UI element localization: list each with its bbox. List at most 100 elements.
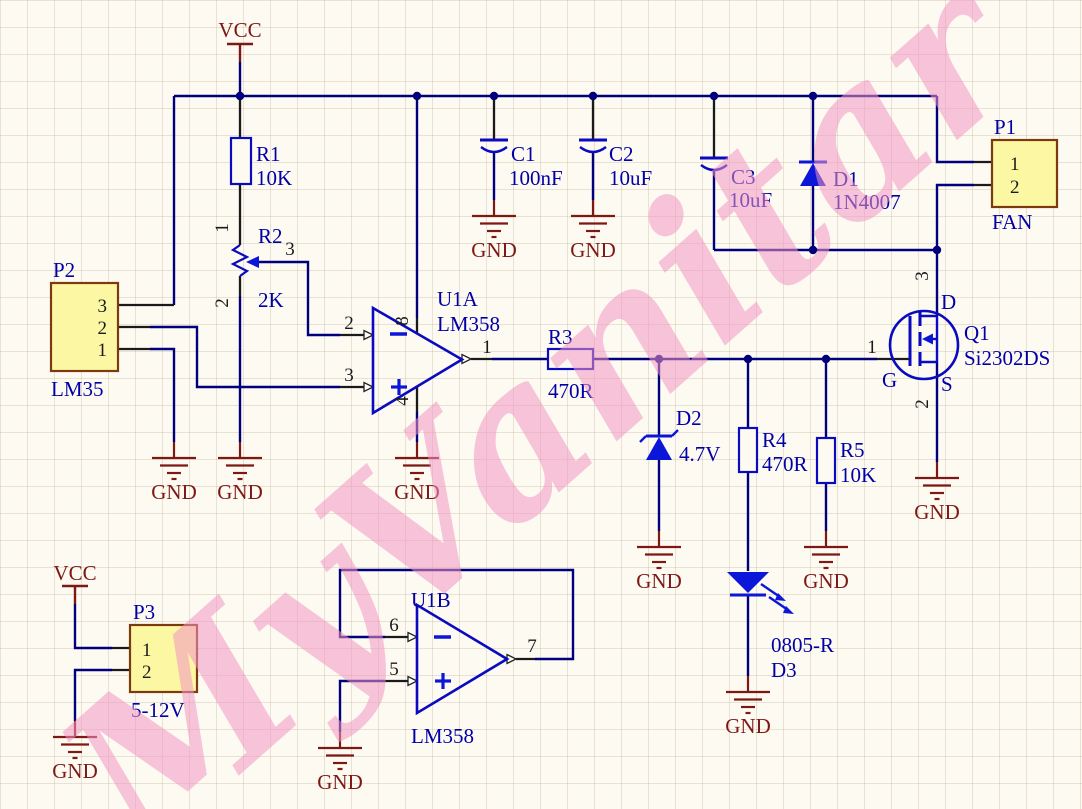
zener-tick — [639, 435, 647, 443]
gnd-label: GND — [725, 714, 771, 738]
junction-dot — [489, 91, 499, 101]
led-emission-arrow — [768, 596, 789, 611]
gnd-symbol: GND — [150, 440, 198, 504]
gnd-label: GND — [52, 759, 98, 783]
q1-designator: Q1 — [964, 321, 990, 345]
vcc-symbol-top: VCC — [218, 18, 262, 64]
component-q1: Q1 Si2302DS D G S 1 3 2 — [867, 271, 1050, 409]
opamp-triangle — [371, 305, 465, 416]
component-d3: 0805-R D3 — [727, 572, 834, 682]
gnd-label: GND — [151, 480, 197, 504]
gnd-label: GND — [803, 569, 849, 593]
gnd-icon — [913, 460, 961, 501]
p2-pin2-label: 2 — [98, 318, 108, 339]
component-r5: R5 10K — [815, 436, 876, 487]
p1-designator: P1 — [994, 115, 1016, 139]
u1b-pin6-label: 6 — [389, 615, 399, 636]
component-u1b: U1B LM358 6 5 7 — [389, 588, 537, 748]
junction-dot — [412, 91, 422, 101]
led-emission-arrow — [760, 583, 781, 598]
gnd-icon — [150, 440, 198, 481]
d1-value: 1N4007 — [833, 190, 901, 214]
pin-arrowheads — [363, 329, 517, 687]
component-c3: C3 10uF — [700, 156, 772, 212]
led-triangle — [727, 572, 769, 593]
cap-curved-plate — [700, 164, 728, 172]
p2-pin3-label: 3 — [98, 296, 108, 317]
led-emission-arrowhead — [775, 593, 786, 601]
c1-designator: C1 — [511, 142, 536, 166]
r1-value: 10K — [256, 166, 292, 190]
wire — [935, 96, 974, 164]
r3-designator: R3 — [548, 325, 573, 349]
d3-designator: D3 — [771, 658, 797, 682]
mosfet-arrow-icon — [922, 333, 933, 345]
arrowhead-icon — [363, 329, 374, 341]
junction-dot — [821, 354, 831, 364]
wire — [150, 325, 340, 389]
gnd-label: GND — [317, 770, 363, 794]
wire — [935, 183, 974, 250]
u1a-designator: U1A — [437, 287, 479, 311]
wire — [338, 679, 385, 732]
q1-gate-label: G — [882, 368, 897, 392]
component-c1: C1 100nF — [480, 138, 563, 190]
gnd-label: GND — [570, 238, 616, 262]
junction-dot — [808, 91, 818, 101]
gnd-icon — [51, 719, 99, 760]
p3-designator: P3 — [133, 600, 155, 624]
opamp-triangle — [415, 602, 510, 716]
p3-pin2-label: 2 — [142, 662, 152, 683]
u1a-pin1-label: 1 — [482, 337, 492, 358]
gnd-icon — [393, 440, 441, 481]
resistor-body — [737, 426, 759, 474]
arrowhead-icon — [363, 381, 374, 393]
diode-triangle — [800, 163, 826, 186]
gnd-symbol: GND — [913, 460, 961, 524]
zener-tick — [671, 429, 679, 437]
d1-designator: D1 — [833, 167, 859, 191]
junction-dot — [235, 91, 245, 101]
vcc-label: VCC — [53, 561, 96, 585]
c3-value: 10uF — [729, 188, 772, 212]
component-c2: C2 10uF — [579, 138, 652, 190]
q1-value: Si2302DS — [964, 346, 1050, 370]
u1a-pin3-label: 3 — [344, 365, 354, 386]
junction-dot — [654, 354, 664, 364]
r5-designator: R5 — [840, 438, 865, 462]
led-emission-arrowhead — [783, 606, 794, 614]
c2-value: 10uF — [609, 166, 652, 190]
gnd-symbol: GND — [724, 674, 772, 738]
u1b-pin7-label: 7 — [527, 636, 537, 657]
component-r2: R2 2K 3 2 — [212, 224, 295, 312]
u1a-pin2-label: 2 — [344, 313, 354, 334]
resistor-body — [546, 347, 595, 371]
connector-body — [49, 281, 120, 373]
resistor-body — [815, 436, 837, 485]
component-p3: P3 5-12V 1 2 — [128, 600, 199, 722]
q1-pin1-label: 1 — [867, 337, 877, 358]
gnd-icon — [216, 440, 264, 481]
wire — [73, 668, 112, 721]
vcc-label: VCC — [218, 18, 261, 42]
p1-pin2-label: 2 — [1010, 177, 1020, 198]
gnd-symbol: GND — [393, 440, 441, 504]
gnd-symbol: GND — [569, 198, 617, 262]
gnd-label: GND — [471, 238, 517, 262]
component-d2: D2 4.7V — [639, 406, 720, 466]
p2-value: LM35 — [51, 377, 104, 401]
r4-value: 470R — [762, 452, 808, 476]
gnd-label: GND — [914, 500, 960, 524]
potentiometer-zigzag — [230, 244, 250, 277]
q1-drain-label: D — [941, 290, 956, 314]
vcc-bar-icon — [225, 42, 255, 64]
u1b-value: LM358 — [411, 724, 474, 748]
junction-dot — [932, 245, 942, 255]
arrowhead-icon — [407, 631, 418, 643]
d2-designator: D2 — [676, 406, 702, 430]
d3-value: 0805-R — [771, 633, 834, 657]
gnd-icon — [470, 198, 518, 239]
r2-pin2-label: 2 — [212, 298, 233, 308]
gnd-icon — [316, 730, 364, 771]
